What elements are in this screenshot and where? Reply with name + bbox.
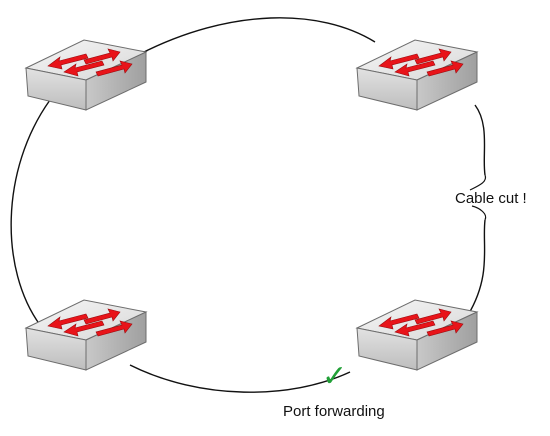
switch-top-right: [354, 39, 478, 111]
port-forwarding-label: Port forwarding: [283, 403, 385, 420]
switch-bottom-left: [23, 299, 147, 371]
cable-cut-break-bottom: [471, 205, 487, 221]
switch-bottom-right: [354, 299, 478, 371]
cable-cut-break-top: [469, 174, 487, 191]
cable-cut-label: Cable cut !: [455, 190, 527, 207]
cable-ring: [10, 17, 486, 393]
switch-top-left: [23, 39, 147, 111]
checkmark-icon: ✓: [322, 359, 348, 394]
